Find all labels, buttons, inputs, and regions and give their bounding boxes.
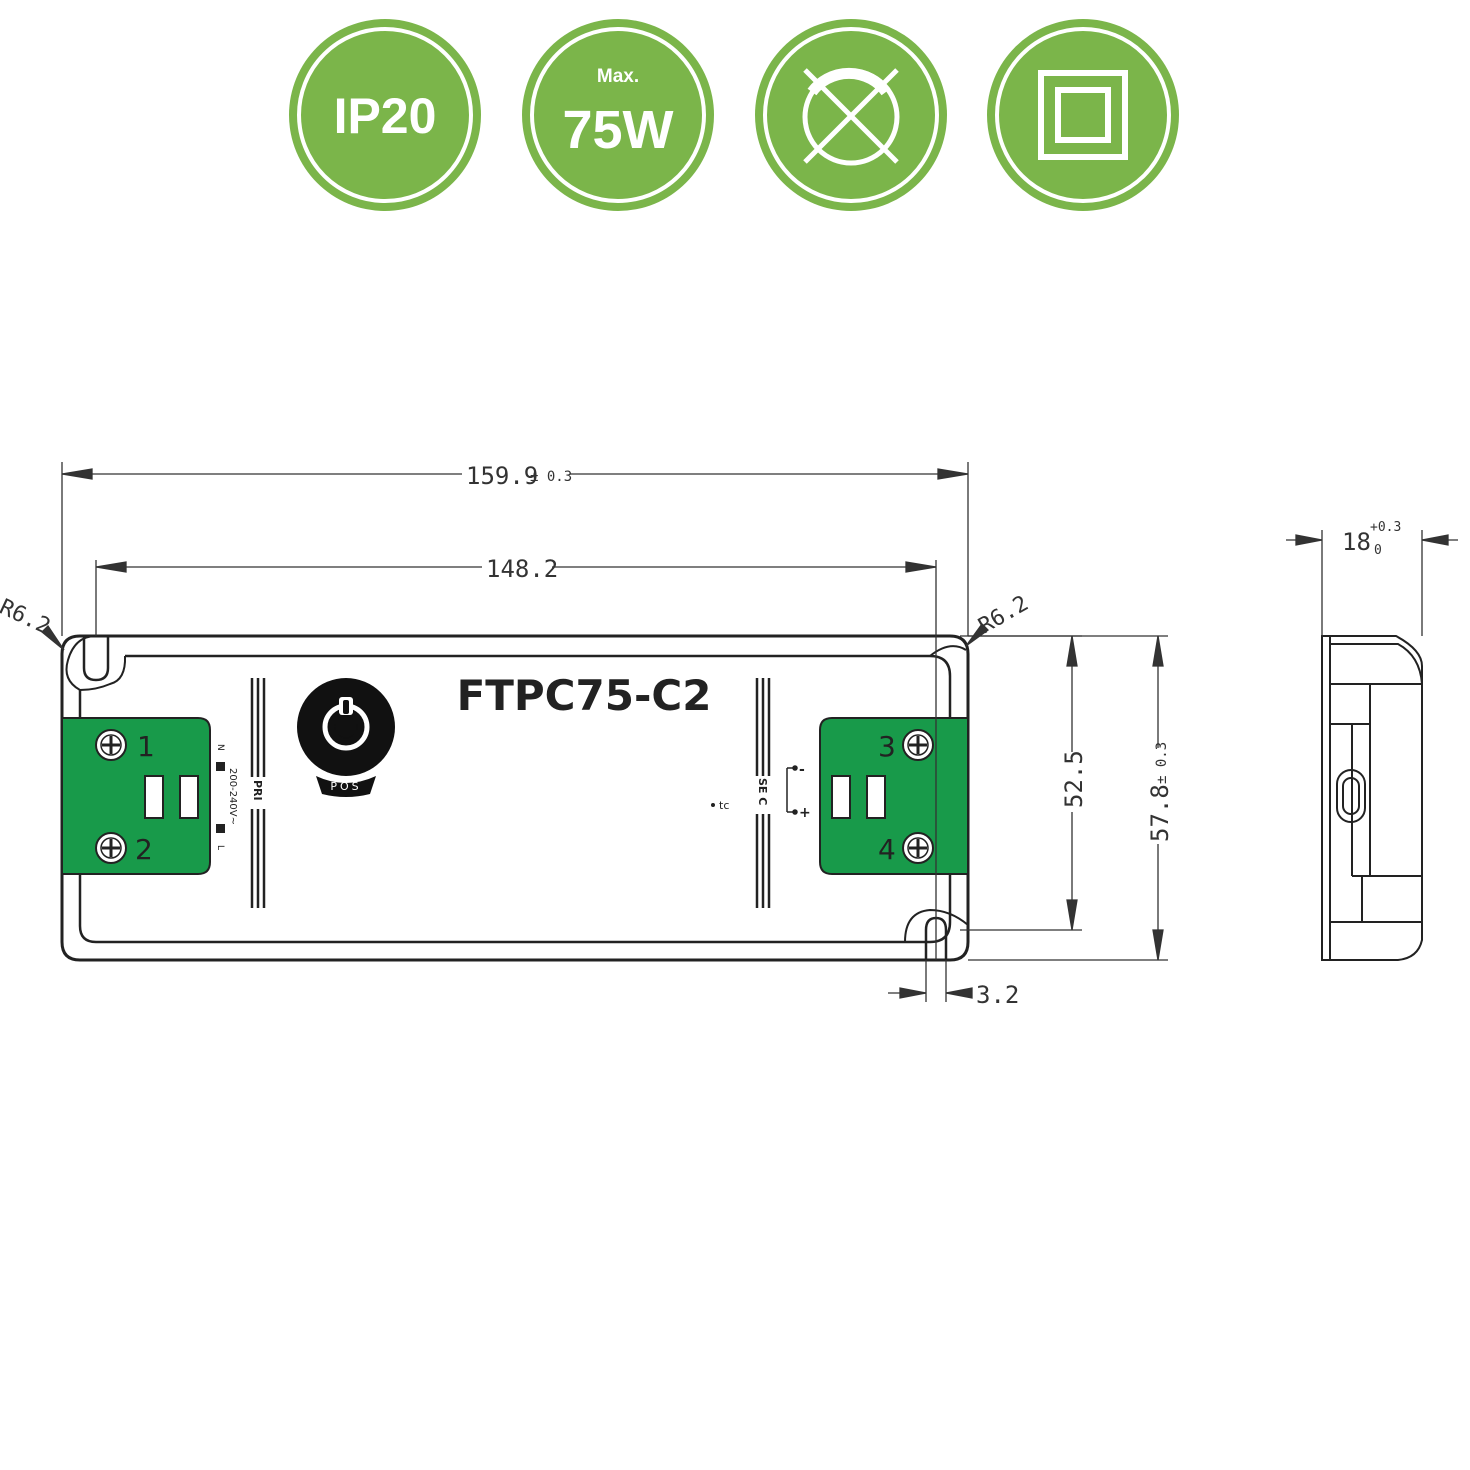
depth-dimension: 18 — [1342, 528, 1371, 556]
terminal-3-label: 3 — [878, 730, 896, 763]
ip-rating-text: IP20 — [334, 88, 437, 144]
total-width-dimension: 57.8 — [1146, 784, 1174, 842]
live-marker — [216, 824, 225, 833]
terminal-2-label: 2 — [135, 833, 153, 866]
pos-logo — [297, 678, 395, 797]
terminal-1-label: 1 — [137, 730, 155, 763]
total-length-dimension: 159.9 — [466, 462, 538, 490]
badge-ip-rating: IP20 — [289, 19, 481, 211]
badge-not-for-insulation-icon — [755, 19, 947, 211]
depth-tolerance-minus: 0 — [1374, 543, 1382, 558]
screw-icon — [95, 832, 127, 864]
minus-label: - — [799, 762, 805, 778]
side-view — [1321, 635, 1423, 961]
badge-max-power: Max. 75W — [522, 19, 714, 211]
total-length-tolerance: ± 0.3 — [530, 469, 572, 485]
screw-icon — [902, 729, 934, 761]
left-radius-dimension: R6.2 — [0, 595, 54, 640]
pri-label: PRI — [251, 780, 264, 801]
tc-label: tc — [719, 799, 729, 812]
max-label: Max. — [597, 66, 639, 87]
sec-label: SE C — [756, 778, 769, 805]
slot-width-dimension: 3.2 — [976, 981, 1019, 1009]
top-view — [60, 634, 970, 962]
secondary-terminal-block — [819, 717, 969, 875]
side-dimension-lines — [1286, 530, 1458, 636]
badge-class-ii-icon — [987, 19, 1179, 211]
neutral-marker — [216, 762, 225, 771]
screw-icon — [95, 729, 127, 761]
depth-tolerance-plus: +0.3 — [1370, 520, 1401, 535]
hole-spacing-dimension: 148.2 — [486, 555, 558, 583]
model-name: FTPC75-C2 — [457, 671, 712, 720]
tc-point — [711, 803, 715, 807]
pos-label: POS — [330, 780, 361, 793]
primary-terminal-block — [61, 717, 211, 875]
plus-label: + — [799, 805, 811, 821]
dimension-lines — [41, 462, 1168, 1002]
right-radius-dimension: R6.2 — [975, 591, 1033, 639]
hole-height-dimension: 52.5 — [1060, 750, 1088, 808]
input-voltage-label: 200-240V~ — [227, 768, 238, 825]
output-polarity-symbol — [786, 765, 798, 815]
total-width-tolerance: ± 0.3 — [1154, 742, 1170, 784]
live-label: L — [215, 845, 225, 850]
screw-icon — [902, 832, 934, 864]
max-power-value: 75W — [562, 100, 673, 160]
terminal-4-label: 4 — [878, 833, 896, 866]
neutral-label: N — [215, 744, 225, 751]
